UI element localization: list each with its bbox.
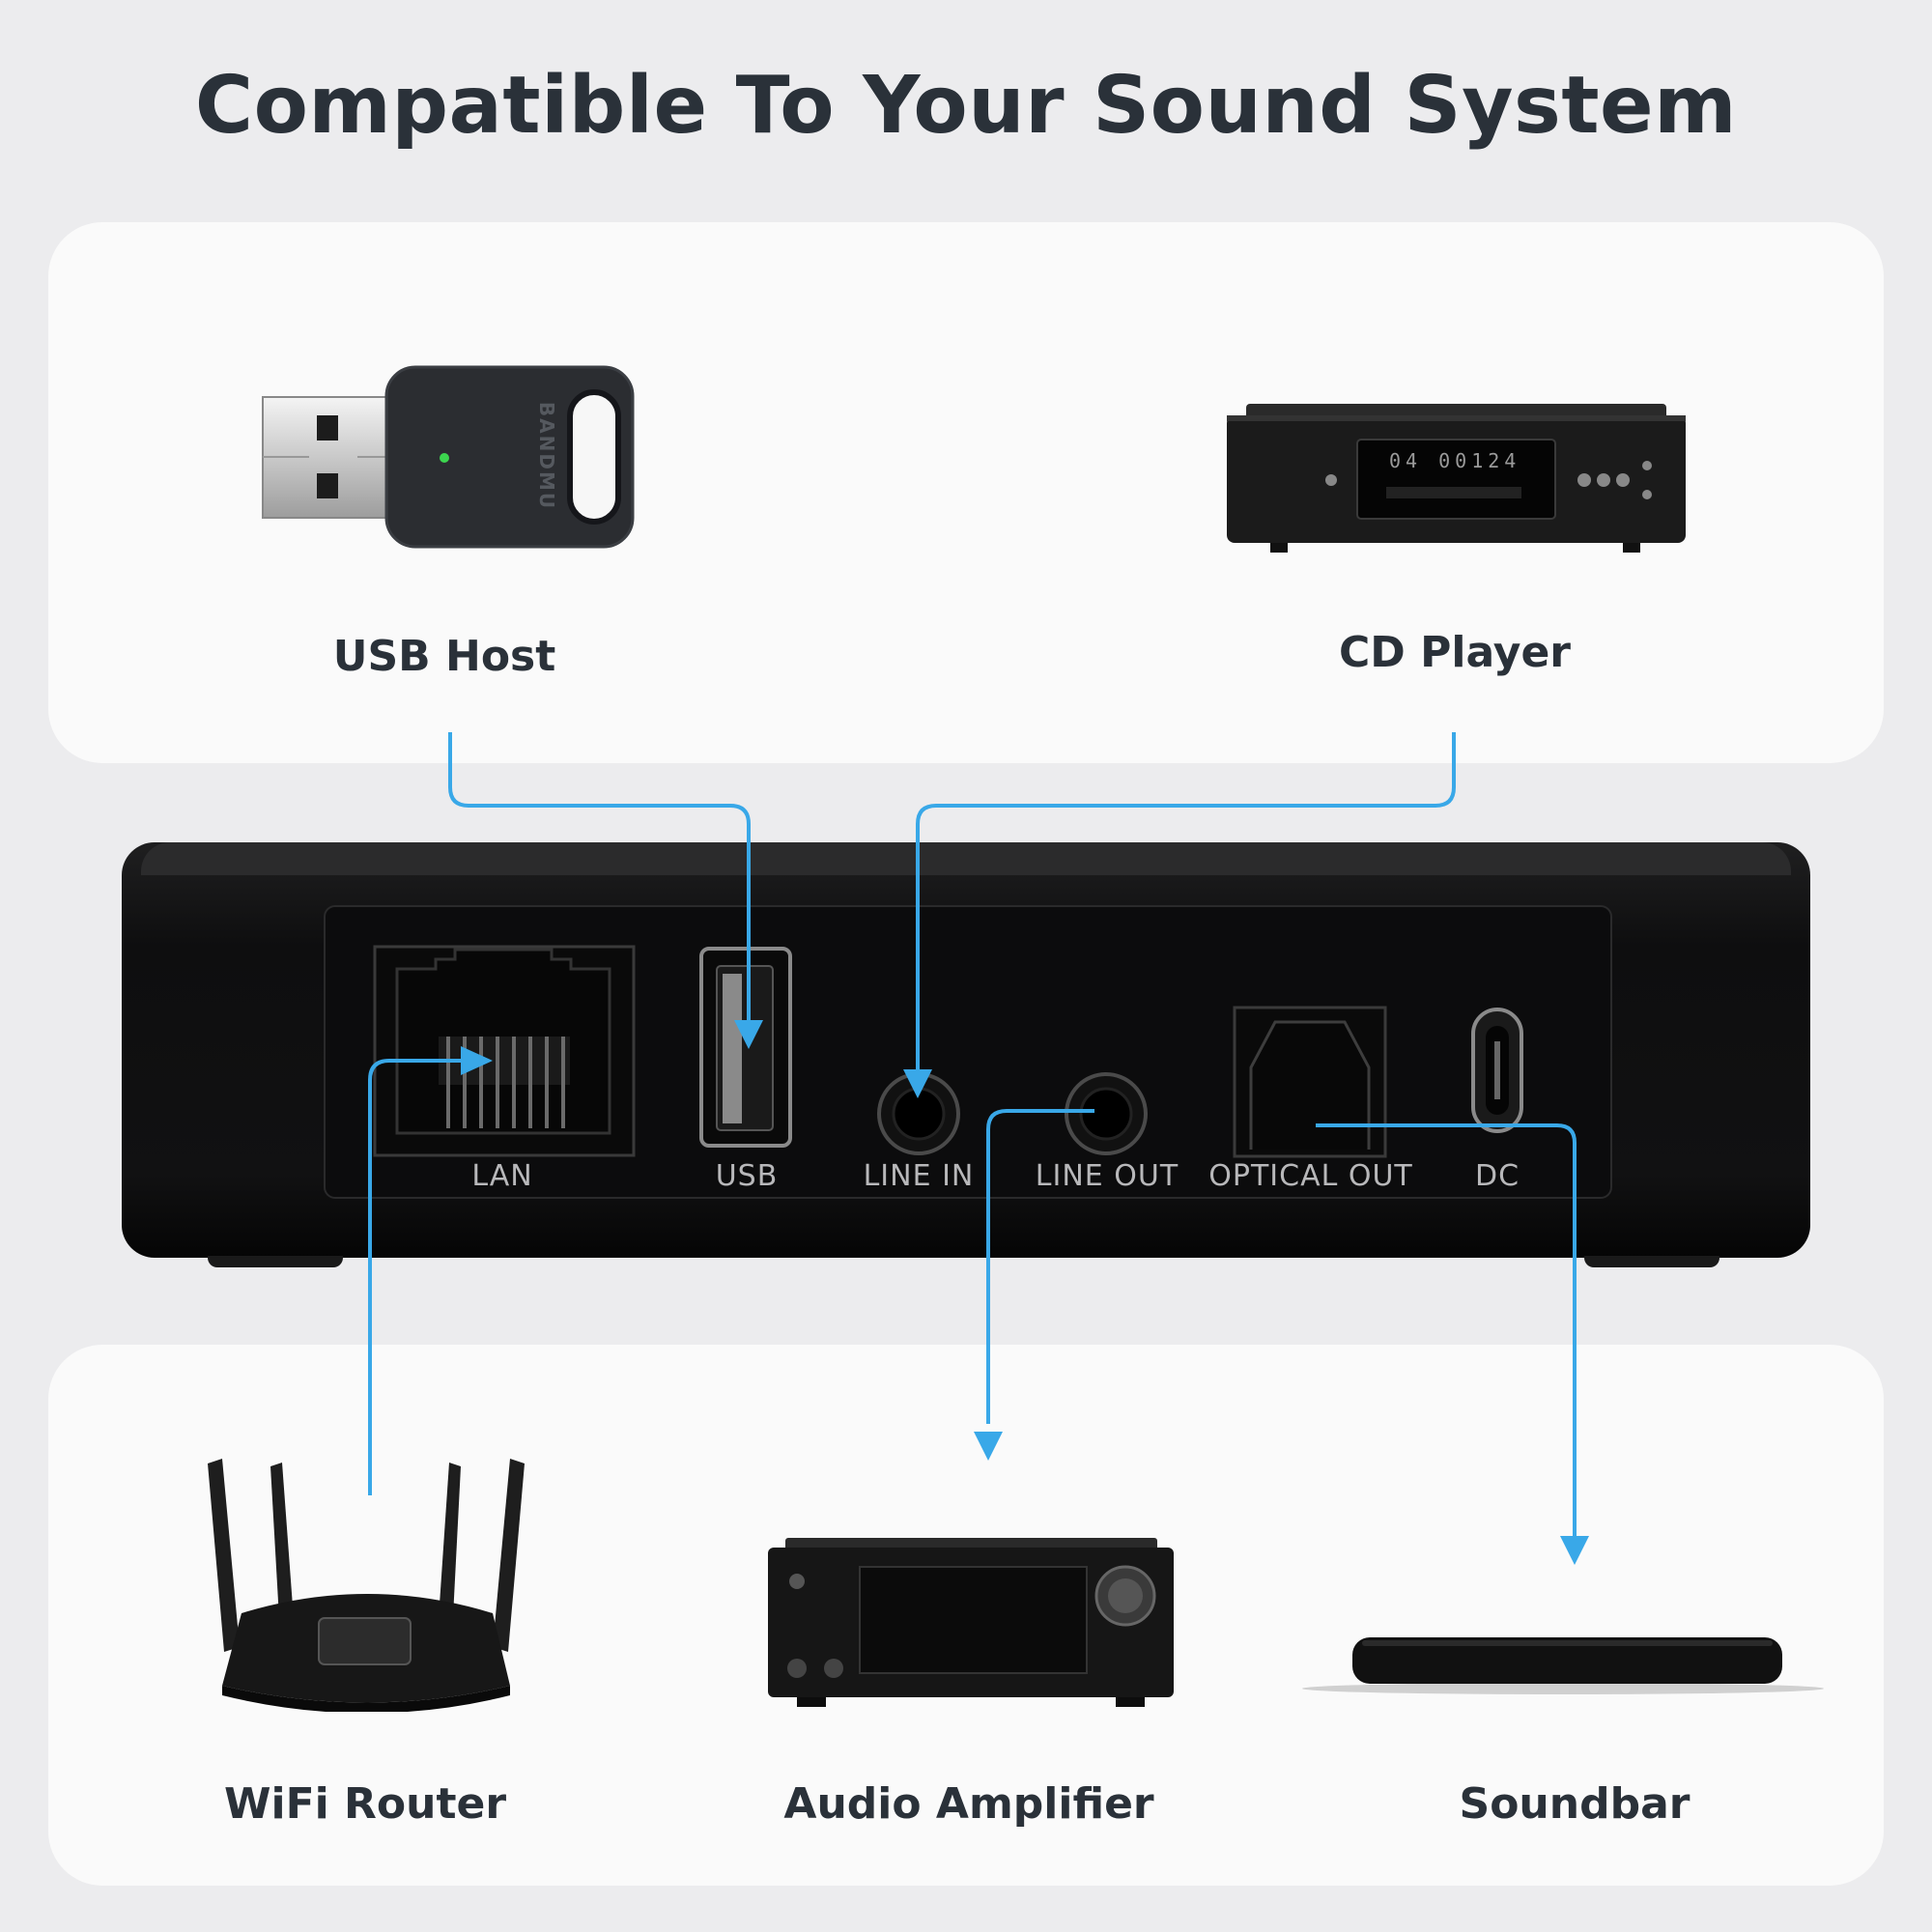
- dc-port-label: DC: [1474, 1159, 1520, 1193]
- usb-host-label: USB Host: [332, 632, 556, 681]
- optical-out-port-icon[interactable]: [1232, 1005, 1388, 1159]
- usb-port-icon[interactable]: [697, 945, 794, 1150]
- usb-port-label: USB: [715, 1159, 779, 1193]
- cd-player-image: [1227, 404, 1686, 553]
- lan-port-icon[interactable]: [373, 945, 636, 1157]
- left-foot: [208, 1256, 343, 1267]
- line-in-jack-icon[interactable]: [875, 1070, 962, 1157]
- dc-port-icon[interactable]: [1470, 1007, 1524, 1134]
- wifi-router-image: [208, 1459, 525, 1712]
- line-out-jack-icon[interactable]: [1063, 1070, 1150, 1157]
- cd-player-display: 04 00124: [1389, 449, 1521, 472]
- right-foot: [1584, 1256, 1719, 1267]
- lan-port-label: LAN: [471, 1159, 533, 1193]
- audio-amplifier-image: [768, 1538, 1174, 1707]
- optical-out-label: OPTICAL OUT: [1208, 1159, 1413, 1193]
- audio-amplifier-label: Audio Amplifier: [783, 1779, 1154, 1829]
- page-title: Compatible To Your Sound System: [194, 60, 1738, 152]
- cd-player-label: CD Player: [1338, 628, 1572, 677]
- soundbar-label: Soundbar: [1459, 1779, 1690, 1829]
- streamer-top-edge: [141, 842, 1791, 875]
- line-in-label: LINE IN: [863, 1159, 975, 1193]
- usb-dongle-image: [262, 365, 635, 549]
- line-out-label: LINE OUT: [1035, 1159, 1179, 1193]
- usb-dongle-brand: BANDMU: [535, 401, 559, 511]
- soundbar-image: [1302, 1637, 1824, 1694]
- wifi-router-label: WiFi Router: [223, 1779, 507, 1829]
